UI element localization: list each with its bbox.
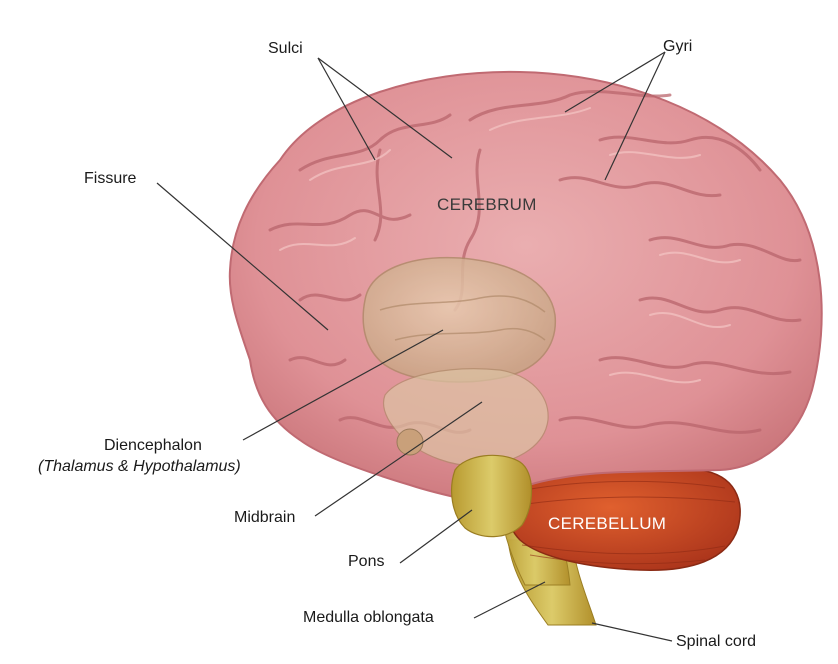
cerebellum-folia xyxy=(519,480,736,565)
leader-line-sulci-b xyxy=(317,57,453,159)
pons-shape xyxy=(450,454,533,538)
label-gyri: Gyri xyxy=(663,38,693,55)
leader-line-gyri-b xyxy=(604,51,666,181)
thalamus-folds xyxy=(379,295,546,341)
label-medulla-oblongata: Medulla oblongata xyxy=(303,609,434,626)
leader-line-fissure xyxy=(156,182,329,331)
leader-line-gyri-a xyxy=(564,51,666,113)
label-cerebrum: CEREBRUM xyxy=(437,195,537,214)
diencephalon-shape xyxy=(362,256,557,383)
label-spinal-cord: Spinal cord xyxy=(676,633,757,650)
leader-line-sulci-a xyxy=(317,57,376,161)
label-sulci: Sulci xyxy=(268,40,303,57)
leader-line-spinal-cord xyxy=(591,622,673,642)
label-midbrain: Midbrain xyxy=(234,509,296,526)
leader-line-medulla xyxy=(473,581,546,619)
label-fissure: Fissure xyxy=(84,170,137,187)
label-diencephalon: Diencephalon xyxy=(104,437,202,454)
leader-lines xyxy=(156,51,673,642)
leader-line-pons xyxy=(399,509,473,564)
leader-line-diencephalon xyxy=(242,329,444,441)
leader-line-midbrain xyxy=(314,401,483,517)
label-pons: Pons xyxy=(348,553,385,570)
label-diencephalon-sub: (Thalamus & Hypothalamus) xyxy=(38,458,241,475)
label-cerebellum: CEREBELLUM xyxy=(548,514,667,533)
